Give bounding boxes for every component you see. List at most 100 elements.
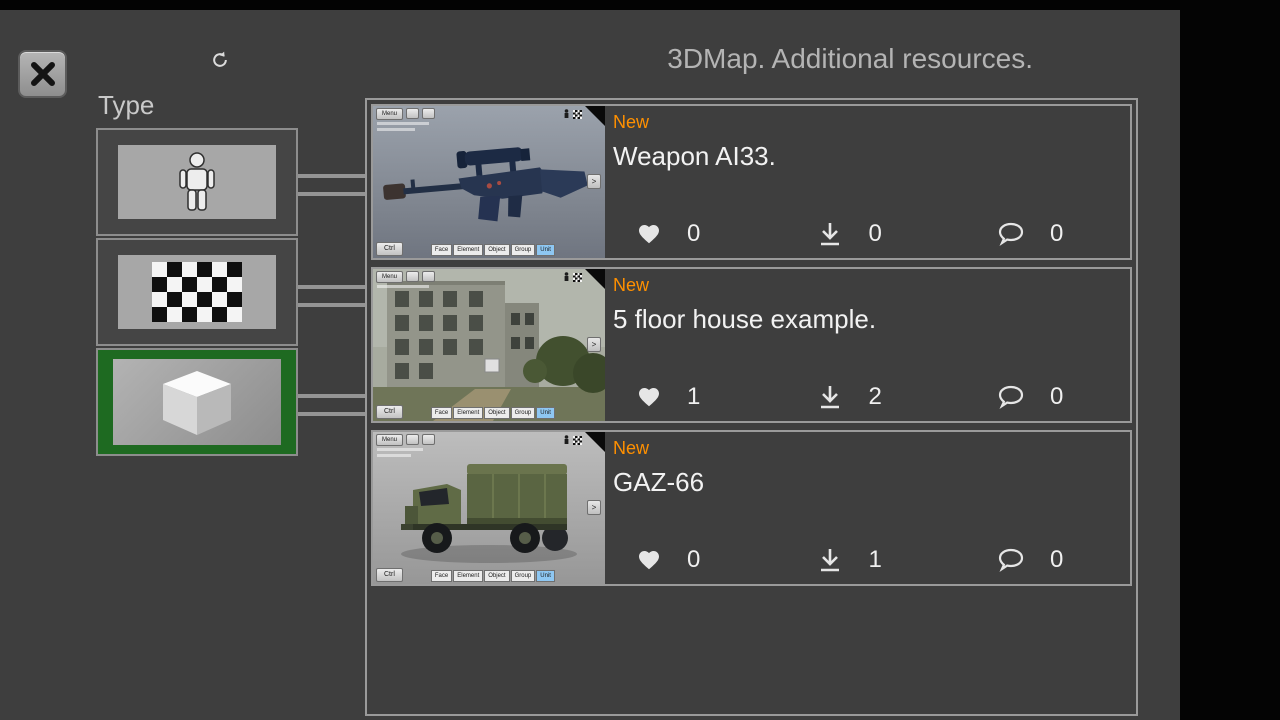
resource-card-house[interactable]: Menu > Ctrl	[371, 267, 1132, 423]
comments-stat[interactable]: 0	[998, 220, 1070, 248]
mini-mode-face: Face	[430, 407, 453, 419]
likes-count: 0	[687, 546, 701, 573]
mini-checker-icon	[573, 272, 582, 282]
mini-ctrl-button: Ctrl	[376, 405, 403, 419]
downloads-stat[interactable]: 0	[817, 220, 889, 248]
mini-mode-unit: Unit	[536, 407, 555, 419]
stats-row: 0 1 0	[613, 546, 1070, 574]
mini-mode-group: Group	[510, 244, 536, 256]
mini-mode-face: Face	[430, 570, 453, 582]
corner-flag-icon	[585, 106, 605, 126]
corner-flag-icon	[585, 269, 605, 289]
heart-icon	[639, 225, 659, 244]
person-icon	[179, 152, 215, 211]
new-badge: New	[613, 438, 650, 458]
mini-checker-icon	[573, 435, 582, 445]
mini-person-icon	[564, 435, 569, 444]
mini-menu-button: Menu	[376, 108, 404, 120]
mini-toolbar-button	[406, 108, 420, 119]
connector-line	[298, 412, 365, 416]
download-icon	[820, 549, 839, 572]
download-icon	[820, 386, 839, 409]
resource-card-weapon[interactable]: Menu > Ctrl	[371, 104, 1132, 260]
type-characters-button[interactable]	[96, 128, 298, 236]
card-body: New 5 floor house example. 1 2	[605, 269, 1130, 421]
mini-ctrl-button: Ctrl	[376, 242, 403, 256]
android-nav-bar	[1180, 0, 1280, 720]
comments-count: 0	[1050, 220, 1064, 247]
connector-line	[298, 394, 365, 398]
comments-stat[interactable]: 0	[998, 383, 1070, 411]
mini-toolbar-button	[422, 434, 436, 445]
type-label: Type	[98, 90, 155, 120]
rifle-image	[383, 147, 588, 222]
resource-title: Weapon AI33.	[613, 141, 776, 171]
stats-row: 1 2 0	[613, 383, 1070, 411]
mini-next-button: >	[587, 337, 601, 352]
mini-person-icon	[564, 272, 569, 281]
heart-icon	[639, 388, 659, 407]
mini-menu-button: Menu	[376, 434, 404, 446]
type-objects-button[interactable]	[96, 348, 298, 456]
likes-count: 1	[687, 383, 701, 410]
type-selector	[96, 128, 298, 458]
mini-mode-face: Face	[430, 244, 453, 256]
connector-line	[298, 285, 365, 289]
connector-line	[298, 174, 365, 178]
connector-line	[298, 303, 365, 307]
object-type-image	[113, 359, 281, 445]
likes-stat[interactable]: 0	[637, 546, 707, 574]
new-badge: New	[613, 112, 650, 132]
likes-count: 0	[687, 220, 701, 247]
close-button[interactable]	[18, 50, 67, 98]
resource-card-truck[interactable]: Menu > Ctrl	[371, 430, 1132, 586]
checkerboard-icon	[152, 262, 242, 322]
page-title: 3DMap. Additional resources.	[667, 43, 1033, 74]
mini-toolbar-button	[422, 271, 436, 282]
card-body: New Weapon AI33. 0 0 0	[605, 106, 1130, 258]
cube-icon	[163, 371, 231, 435]
mini-mode-element: Element	[453, 244, 484, 256]
mini-mode-element: Element	[453, 407, 484, 419]
mini-mode-object: Object	[484, 244, 510, 256]
camera-readout	[377, 448, 423, 460]
mini-person-icon	[564, 109, 569, 118]
mini-mode-object: Object	[484, 570, 510, 582]
downloads-count: 1	[868, 546, 882, 573]
mini-toolbar-button	[422, 108, 436, 119]
download-icon	[820, 223, 839, 246]
stats-row: 0 0 0	[613, 220, 1070, 248]
corner-flag-icon	[585, 432, 605, 452]
top-bezel	[0, 0, 1280, 10]
texture-type-image	[118, 255, 276, 329]
mini-mode-element: Element	[453, 570, 484, 582]
mini-mode-unit: Unit	[536, 570, 555, 582]
mini-menu-button: Menu	[376, 271, 404, 283]
resource-thumbnail-house: Menu > Ctrl	[373, 269, 605, 421]
comments-count: 0	[1050, 546, 1064, 573]
camera-readout	[377, 122, 429, 134]
downloads-count: 2	[868, 383, 882, 410]
comment-icon	[998, 385, 1024, 409]
resource-title: 5 floor house example.	[613, 304, 877, 334]
resource-thumbnail-weapon: Menu > Ctrl	[373, 106, 605, 258]
likes-stat[interactable]: 0	[637, 220, 707, 248]
mini-mode-unit: Unit	[536, 244, 555, 256]
downloads-stat[interactable]: 2	[817, 383, 889, 411]
refresh-icon[interactable]	[210, 50, 230, 70]
mini-checker-icon	[573, 109, 582, 119]
mini-ctrl-button: Ctrl	[376, 568, 403, 582]
character-type-image	[118, 145, 276, 219]
comments-stat[interactable]: 0	[998, 546, 1070, 574]
downloads-count: 0	[868, 220, 882, 247]
mini-next-button: >	[587, 174, 601, 189]
mini-mode-group: Group	[510, 407, 536, 419]
app-screen: 3DMap. Additional resources. Type	[0, 10, 1180, 720]
likes-stat[interactable]: 1	[637, 383, 707, 411]
type-textures-button[interactable]	[96, 238, 298, 346]
comment-icon	[998, 222, 1024, 246]
close-icon	[30, 62, 55, 86]
new-badge: New	[613, 275, 650, 295]
downloads-stat[interactable]: 1	[817, 546, 889, 574]
